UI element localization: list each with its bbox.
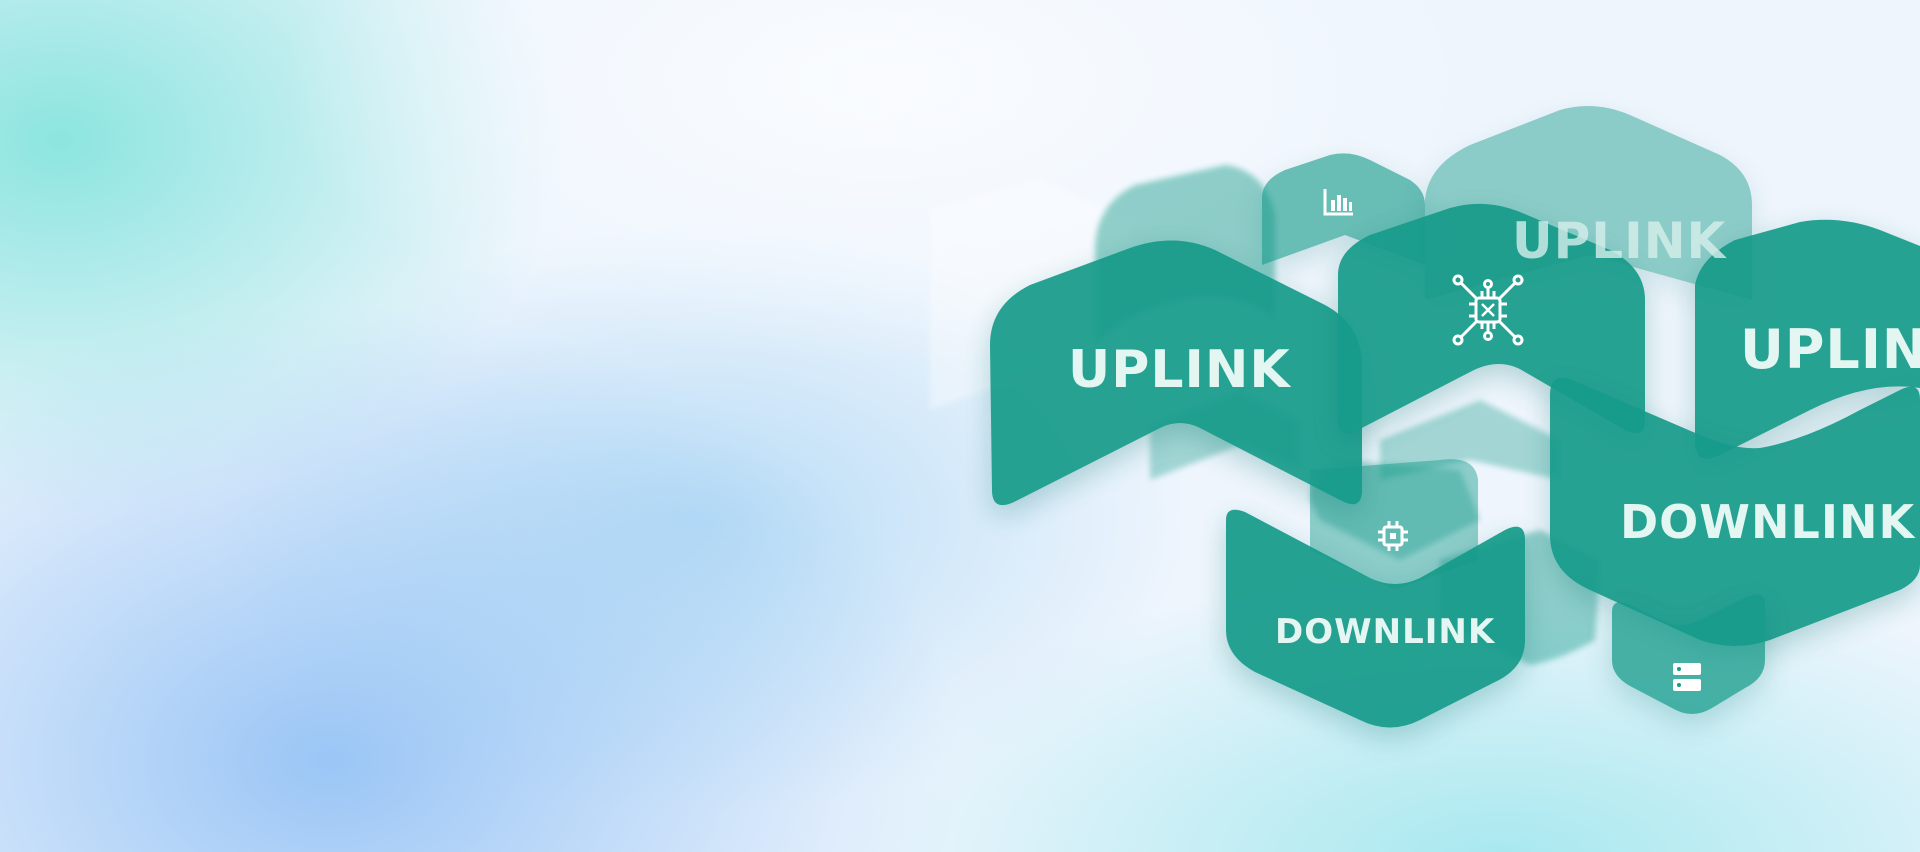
bar-chart-icon bbox=[1322, 187, 1356, 221]
faded-tile-center bbox=[1380, 400, 1560, 480]
tile-server bbox=[1612, 594, 1765, 714]
tile-circuit bbox=[1338, 203, 1645, 434]
uplink-label-main: UPLINK bbox=[1068, 340, 1291, 400]
cpu-chip-icon bbox=[1375, 518, 1411, 558]
tile-downlink-right bbox=[1550, 377, 1920, 646]
circuit-chip-icon bbox=[1452, 274, 1524, 350]
downlink-label-right: DOWNLINK bbox=[1620, 495, 1916, 549]
uplink-label-right: UPLINK bbox=[1740, 318, 1920, 381]
tile-uplink-main bbox=[990, 240, 1362, 506]
tile-uplink-right bbox=[1695, 219, 1920, 459]
downlink-label-bottom: DOWNLINK bbox=[1275, 612, 1496, 652]
tile-downlink-bottom bbox=[1226, 509, 1525, 728]
uplink-label-top-faded: UPLINK bbox=[1512, 212, 1727, 270]
server-icon bbox=[1672, 661, 1702, 697]
